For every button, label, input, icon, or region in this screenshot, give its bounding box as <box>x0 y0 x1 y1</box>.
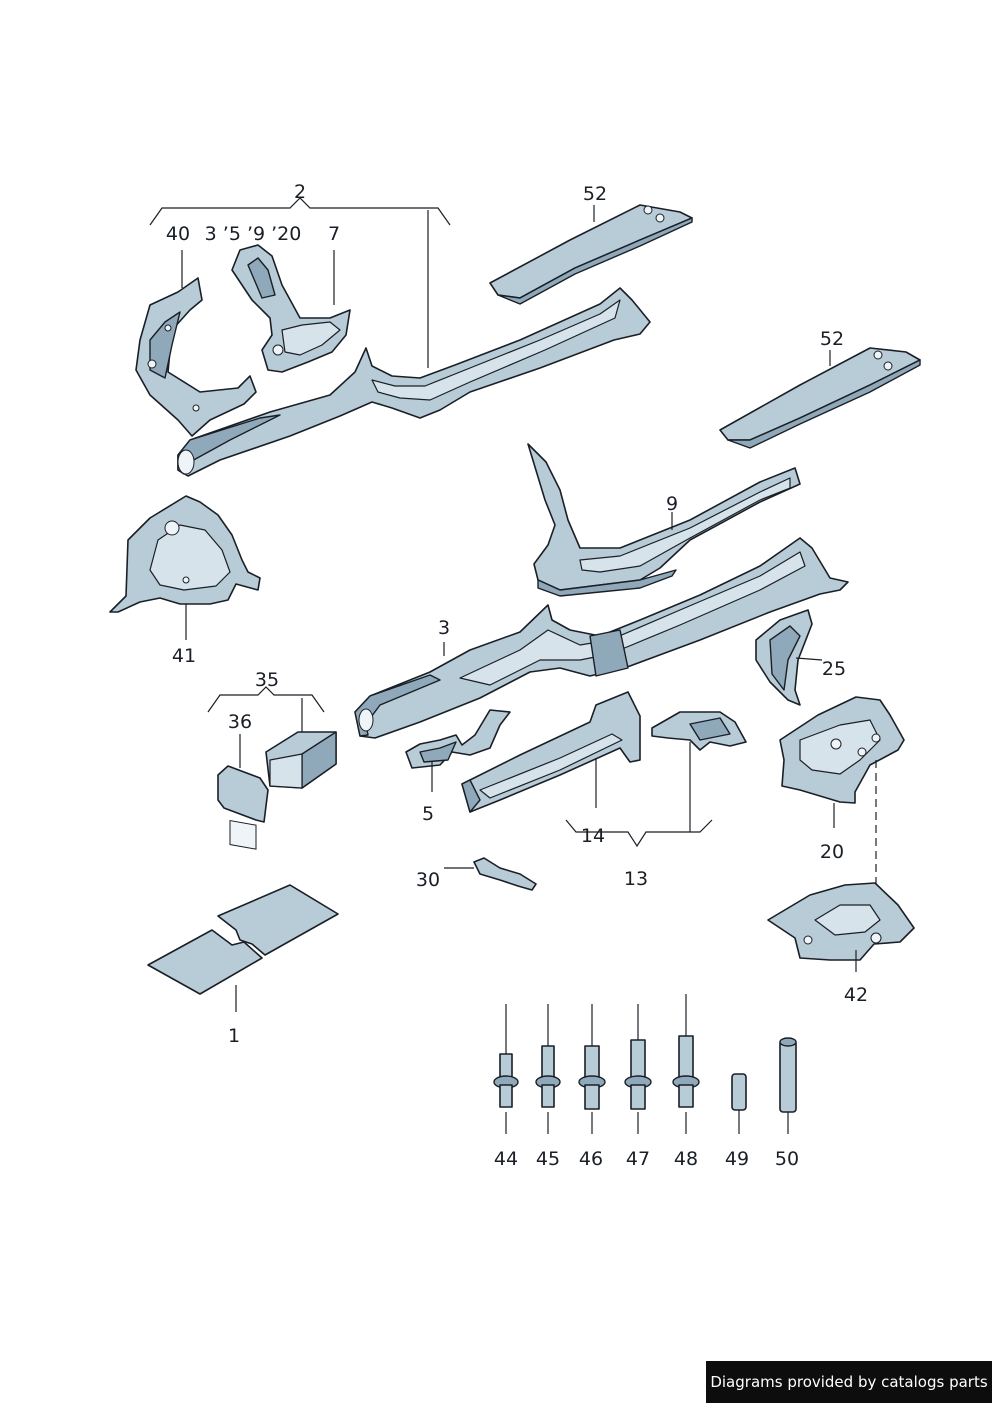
bracket-2 <box>149 197 451 368</box>
part-52-lower-floor-strip[interactable] <box>719 347 921 449</box>
callout-47: 47 <box>626 1148 650 1170</box>
part-13-floor-bracket[interactable] <box>651 711 747 832</box>
callout-42: 42 <box>844 984 868 1006</box>
callout-52-lower: 52 <box>820 328 844 350</box>
callout-30: 30 <box>416 869 440 891</box>
bracket-35 <box>207 686 325 768</box>
callout-44: 44 <box>494 1148 518 1170</box>
callout-48: 48 <box>674 1148 698 1170</box>
callout-52-upper: 52 <box>583 183 607 205</box>
callout-7: 7 <box>328 223 340 245</box>
part-42-reinforcement-plate[interactable] <box>767 882 915 972</box>
part-40-inner-panel[interactable] <box>135 250 257 437</box>
callout-49: 49 <box>725 1148 749 1170</box>
callout-46: 46 <box>579 1148 603 1170</box>
part-5-bracket[interactable] <box>405 709 511 792</box>
part-46-rivet[interactable] <box>578 1004 606 1134</box>
part-52-upper-floor-strip[interactable] <box>489 204 693 305</box>
callout-1: 1 <box>228 1025 240 1047</box>
callout-13: 13 <box>624 868 648 890</box>
part-2-side-member[interactable] <box>177 287 651 477</box>
callout-25: 25 <box>822 658 846 680</box>
callout-40: 40 <box>166 223 190 245</box>
part-36-flange-plate[interactable] <box>217 765 269 850</box>
callout-41: 41 <box>172 645 196 667</box>
part-48-rivet[interactable] <box>672 994 700 1134</box>
callout-2: 2 <box>294 181 306 203</box>
callout-35: 35 <box>255 669 279 691</box>
part-3-main-longitudinal[interactable] <box>354 537 849 739</box>
callout-5: 5 <box>422 803 434 825</box>
part-49-stud[interactable] <box>731 1073 747 1134</box>
part-20-floor-panel[interactable] <box>779 696 905 828</box>
part-9-crossmember[interactable] <box>527 443 801 597</box>
callout-3-5-9-20: 3 ’5 ’9 ’20 <box>205 223 302 245</box>
part-45-rivet[interactable] <box>535 1004 561 1134</box>
part-14-side-rail[interactable] <box>461 691 641 813</box>
part-25-bracket[interactable] <box>755 609 823 706</box>
callout-3: 3 <box>438 617 450 639</box>
callout-50: 50 <box>775 1148 799 1170</box>
part-3-5-9-20-wheel-arch[interactable] <box>231 244 351 373</box>
part-47-rivet[interactable] <box>624 1004 652 1134</box>
callout-45: 45 <box>536 1148 560 1170</box>
callout-36: 36 <box>228 711 252 733</box>
part-41-wheelhouse[interactable] <box>109 495 261 640</box>
part-50-threaded-stud[interactable] <box>779 1037 797 1134</box>
callout-14: 14 <box>581 825 605 847</box>
callout-20: 20 <box>820 841 844 863</box>
footer-attribution: Diagrams provided by catalogs parts <box>706 1361 992 1403</box>
part-1-sealing-mat[interactable] <box>147 884 339 1012</box>
part-35-box-section[interactable] <box>265 731 337 789</box>
bracket-13 <box>565 819 713 848</box>
part-30-small-bracket[interactable] <box>444 857 537 891</box>
part-44-rivet[interactable] <box>493 1004 519 1134</box>
callout-9: 9 <box>666 493 678 515</box>
